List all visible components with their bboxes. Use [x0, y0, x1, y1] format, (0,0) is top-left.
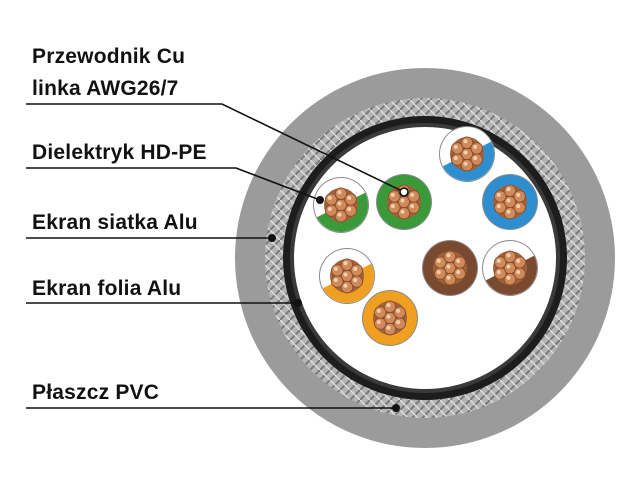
blue-pair-wire-2-solid [482, 174, 538, 230]
leader-lines [26, 103, 409, 412]
label-foil-shield: Ekran folia Alu [32, 277, 182, 300]
label-jacket: Płaszcz PVC [32, 381, 160, 404]
leader-braid [26, 234, 276, 242]
leader-dot [399, 187, 409, 197]
label-dielectric: Dielektryk HD-PE [32, 141, 207, 164]
green-pair-wire-1-striped [313, 177, 369, 233]
label-braid-shield: Ekran siatka Alu [32, 211, 198, 234]
brown-pair-wire-2-striped [482, 240, 538, 296]
brown-pair-wire-1-solid [422, 240, 478, 296]
copper-conductor [373, 300, 407, 336]
copper-conductor [433, 250, 467, 286]
copper-conductor [330, 258, 364, 294]
copper-conductor [450, 136, 484, 172]
leader-foil [26, 299, 302, 307]
leader-conductor [26, 103, 409, 197]
copper-conductor [493, 250, 527, 286]
wire-pairs [313, 126, 538, 346]
label-conductor-line2: linka AWG26/7 [32, 77, 179, 100]
copper-conductor [493, 184, 527, 220]
leader-dielectric [26, 167, 324, 204]
leader-jacket [26, 404, 400, 412]
leader-dot [268, 234, 276, 242]
orange-pair-wire-2-solid [362, 290, 418, 346]
leader-dot [316, 196, 324, 204]
leader-dot [392, 404, 400, 412]
orange-pair-wire-1-striped [319, 248, 375, 304]
blue-pair-wire-1-striped [439, 126, 495, 182]
copper-conductor [324, 187, 358, 223]
label-conductor-line1: Przewodnik Cu [32, 45, 186, 68]
leader-dot [294, 299, 302, 307]
